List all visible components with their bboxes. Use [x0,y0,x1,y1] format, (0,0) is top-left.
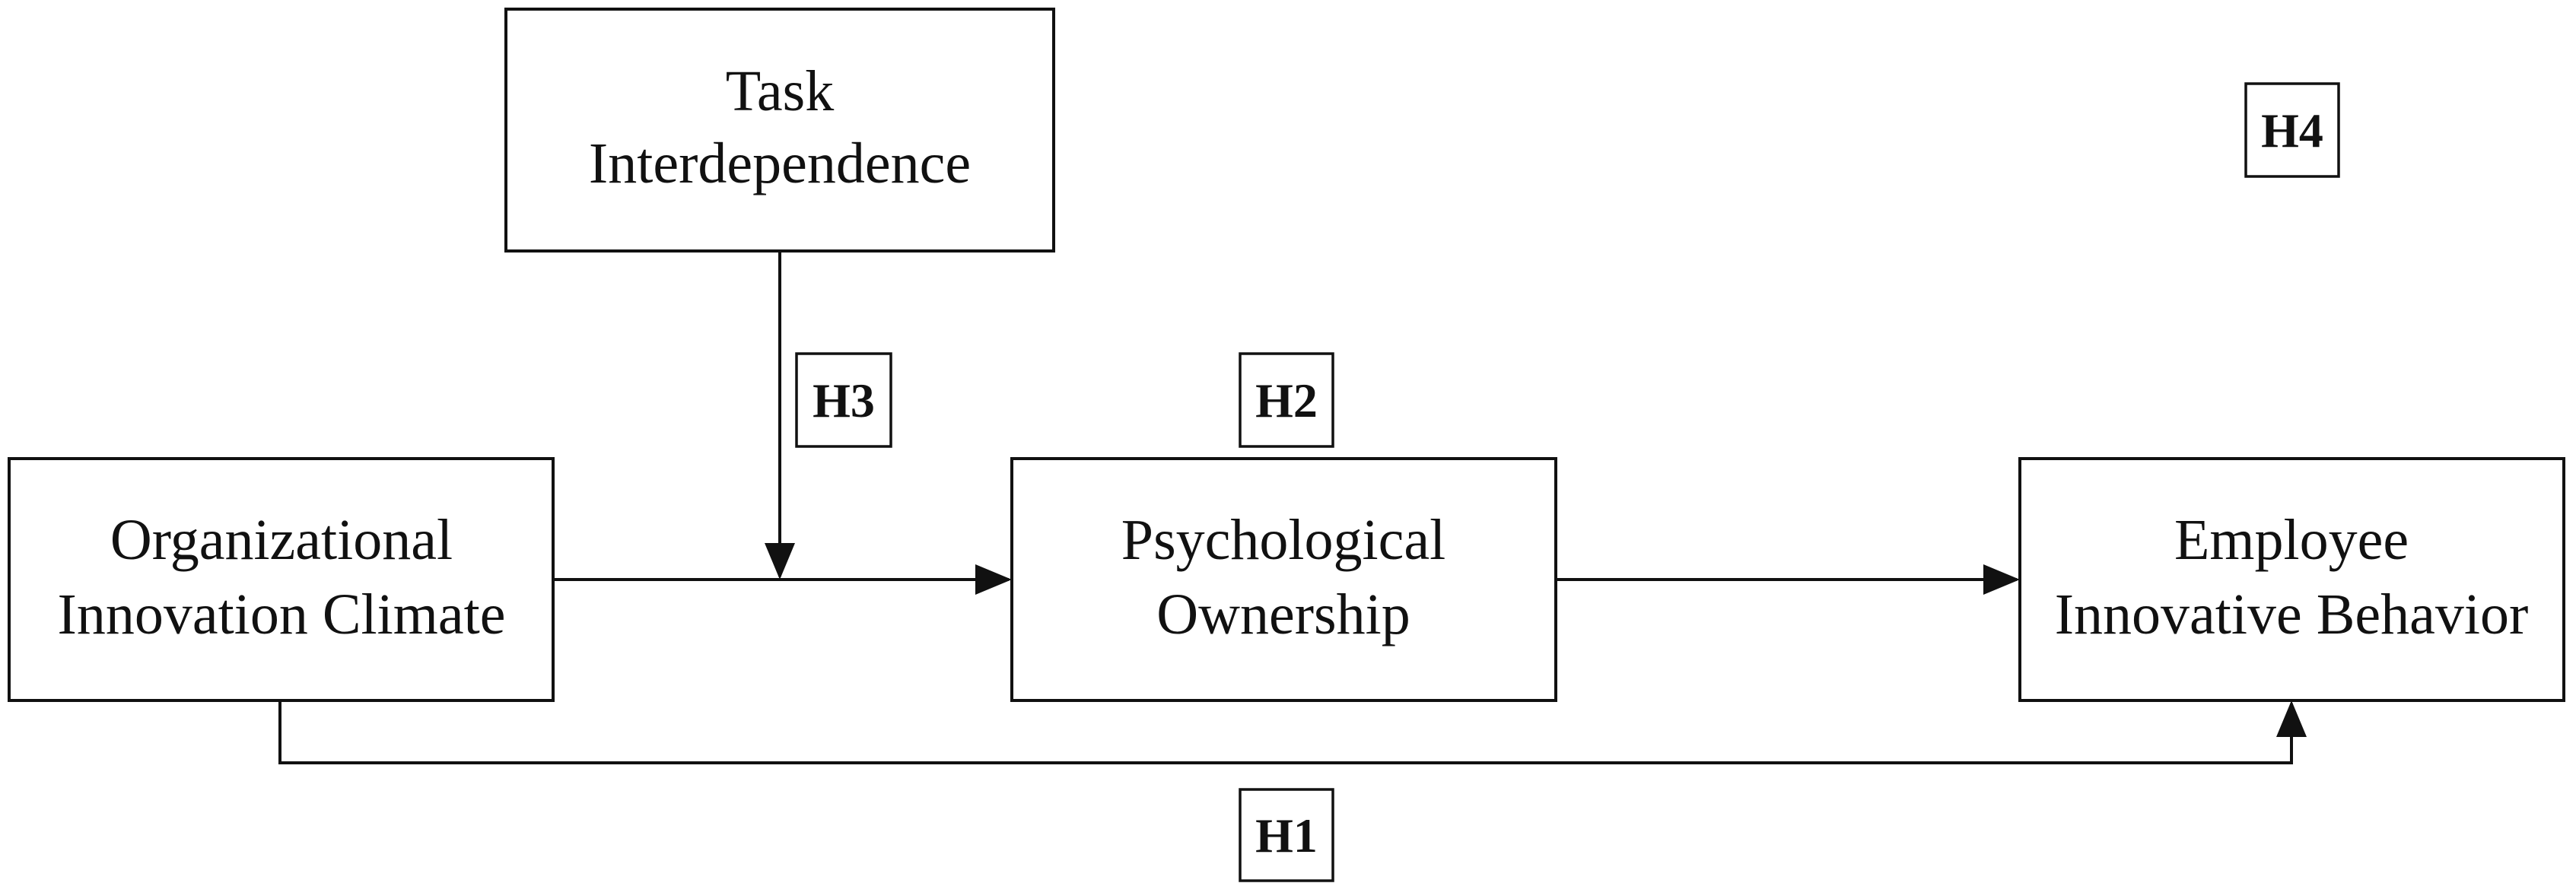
edge-oic-to-eib-direct [278,700,2307,764]
node-task-interdependence-line1: Task [726,59,834,123]
node-eib-line2: Innovative Behavior [2055,583,2529,646]
node-organizational-innovation-climate: Organizational Innovation Climate [8,457,555,702]
node-oic-line2: Innovation Climate [58,583,506,646]
hypothesis-h1-badge: H1 [1239,788,1334,882]
node-task-interdependence-line2: Interdependence [589,132,971,195]
hypothesis-h1-label: H1 [1255,808,1318,862]
node-po-line2: Ownership [1156,583,1410,646]
node-po-line1: Psychological [1121,508,1445,572]
hypothesis-h4-badge: H4 [2244,82,2340,178]
hypothesis-h2-badge: H2 [1239,352,1334,448]
hypothesis-h4-label: H4 [2261,103,2323,157]
node-task-interdependence: Task Interdependence [504,8,1055,253]
hypothesis-h2-label: H2 [1255,373,1318,427]
node-eib-line1: Employee [2174,508,2409,572]
hypothesis-h3-badge: H3 [795,352,892,448]
node-oic-line1: Organizational [110,508,453,572]
node-employee-innovative-behavior: Employee Innovative Behavior [2018,457,2565,702]
node-psychological-ownership: Psychological Ownership [1010,457,1557,702]
hypothesis-h3-label: H3 [813,373,875,427]
